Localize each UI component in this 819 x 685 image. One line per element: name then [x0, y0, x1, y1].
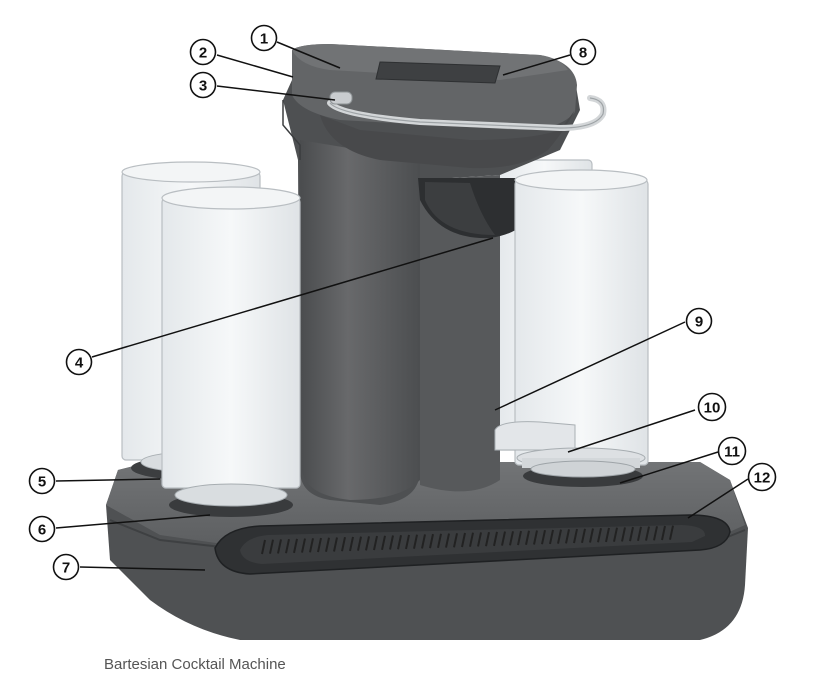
grate-slat: [429, 533, 434, 549]
grate-slat: [597, 528, 602, 543]
callout-6-label: 6: [38, 522, 46, 539]
callout-11: 11: [717, 436, 747, 466]
grate-slat: [365, 536, 370, 551]
grate-slat: [389, 535, 394, 550]
grate-slat: [557, 529, 562, 544]
grate-slat: [277, 539, 282, 554]
grate-slat: [469, 532, 474, 547]
leader-lines: [55, 41, 749, 571]
grate-slat: [509, 531, 514, 546]
callout-5-label: 5: [38, 474, 46, 491]
grate-slat: [605, 527, 610, 543]
grate-slat: [453, 533, 458, 548]
callout-9: 9: [685, 307, 713, 335]
grate-slat: [437, 533, 442, 549]
grate-slat: [661, 525, 666, 541]
grate-slat: [405, 534, 410, 550]
diagram-caption: Bartesian Cocktail Machine: [104, 656, 286, 673]
grate-slat: [317, 537, 322, 553]
grate-slat: [293, 538, 298, 554]
grate-slat: [285, 538, 290, 554]
grate-slat: [493, 531, 498, 547]
callout-5: 5: [28, 467, 56, 495]
callout-3: 3: [189, 71, 217, 99]
grate-slat: [333, 537, 338, 552]
callout-10: 10: [697, 392, 727, 422]
grate-slat: [461, 532, 466, 548]
grate-slat: [485, 531, 490, 547]
grate-slat: [269, 539, 274, 554]
callout-4-label: 4: [75, 355, 84, 372]
drip-tray: [214, 514, 731, 575]
callout-10-label: 10: [704, 400, 721, 417]
grate-slat: [261, 539, 266, 555]
grate-slat: [413, 534, 418, 549]
grate-slat: [325, 537, 330, 552]
grate-slat: [565, 529, 570, 544]
grate-slat: [477, 532, 482, 547]
display: [375, 61, 501, 84]
grate-slat: [381, 535, 386, 551]
dispenser-head: [418, 178, 540, 239]
grate-slat: [301, 538, 306, 553]
grate-slat: [541, 529, 546, 545]
callout-3-label: 3: [199, 78, 207, 95]
grate-slat: [525, 530, 530, 545]
grate-slat: [533, 530, 538, 545]
grate-slat: [421, 534, 426, 549]
front-left-bottle-seat: [169, 483, 293, 517]
grate-slat: [589, 528, 594, 543]
callout-7: 7: [52, 553, 80, 581]
grate-slat: [629, 526, 634, 542]
grate-slat: [645, 526, 650, 541]
callout-1: 1: [250, 24, 278, 52]
callout-8-label: 8: [579, 45, 587, 62]
callout-8: 8: [569, 38, 597, 66]
grate-slat: [341, 536, 346, 552]
grate-slat: [581, 528, 586, 544]
callout-12-label: 12: [754, 470, 771, 487]
front-left-bottle: [161, 186, 301, 489]
grate-slat: [357, 536, 362, 551]
grate-slat: [621, 527, 626, 542]
grate-slat: [349, 536, 354, 552]
grate-slat: [309, 538, 314, 553]
callout-9-label: 9: [695, 314, 703, 331]
callout-7-label: 7: [62, 560, 70, 577]
front-right-bottle: [494, 169, 649, 466]
grate-slat: [653, 526, 658, 541]
callout-12: 12: [747, 462, 777, 492]
callout-1-label: 1: [260, 31, 268, 48]
grate-slat: [613, 527, 618, 542]
callout-2-label: 2: [199, 45, 207, 62]
grate-slat: [637, 526, 642, 542]
grate-slat: [373, 535, 378, 551]
handle: [327, 91, 607, 132]
callout-2: 2: [189, 38, 217, 66]
grate-slat: [669, 525, 674, 540]
callout-11-label: 11: [724, 444, 740, 461]
grate-slat: [397, 535, 402, 550]
callout-4: 4: [65, 348, 93, 376]
grate-slat: [573, 528, 578, 544]
callout-6: 6: [28, 515, 56, 543]
grate-slat: [549, 529, 554, 545]
front-right-bottle-seat: [523, 460, 643, 487]
grate-slat: [445, 533, 450, 548]
grate-slat: [501, 531, 506, 546]
grate-slat: [517, 530, 522, 546]
